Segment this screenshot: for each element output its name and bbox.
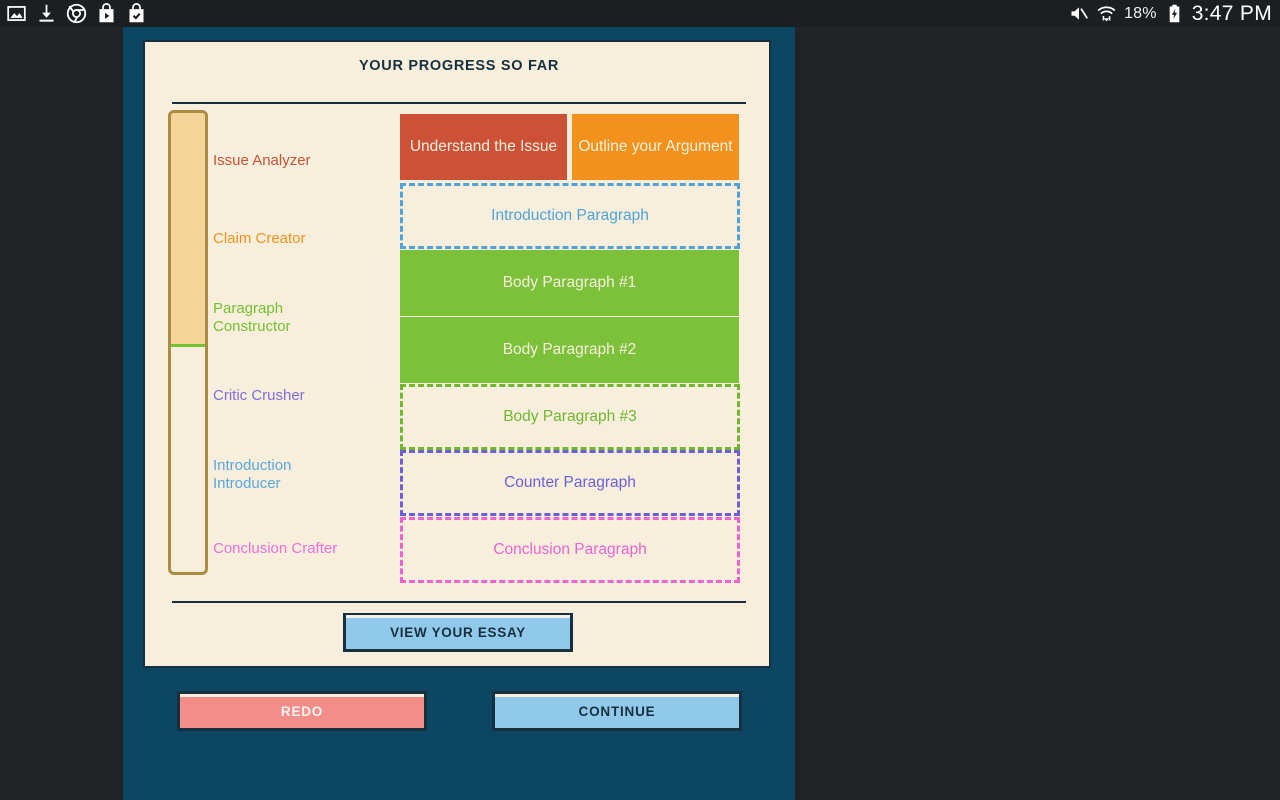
essay-block-1[interactable]: Outline your Argument	[572, 114, 739, 180]
wifi-icon	[1097, 6, 1116, 22]
essay-block-6[interactable]: Counter Paragraph	[400, 450, 740, 516]
stage-label-0: Issue Analyzer	[213, 152, 311, 169]
essay-block-5[interactable]: Body Paragraph #3	[400, 384, 740, 450]
essay-block-3[interactable]: Body Paragraph #1	[400, 250, 739, 316]
view-essay-button[interactable]: VIEW YOUR ESSAY	[343, 613, 573, 652]
page-title: YOUR PROGRESS SO FAR	[358, 58, 560, 74]
divider-top	[172, 102, 746, 104]
stage-label-1: Claim Creator	[213, 230, 306, 247]
essay-block-7[interactable]: Conclusion Paragraph	[400, 517, 740, 583]
play-store-installed-icon	[129, 3, 144, 23]
stage-label-5: Conclusion Crafter	[213, 540, 338, 557]
status-bar-notification-icons	[6, 0, 147, 27]
essay-block-4[interactable]: Body Paragraph #2	[400, 317, 739, 383]
battery-percent-label: 18%	[1124, 4, 1157, 22]
redo-button[interactable]: REDO	[177, 691, 427, 731]
continue-button[interactable]: CONTINUE	[492, 691, 742, 731]
progress-track	[168, 110, 208, 575]
divider-bottom	[172, 601, 746, 603]
clock-label: 3:47 PM	[1191, 1, 1272, 25]
android-status-bar: 18% 3:47 PM	[0, 0, 1280, 27]
mute-icon	[1071, 7, 1089, 20]
play-store-icon	[99, 3, 114, 23]
status-bar-system-icons: 18% 3:47 PM	[1068, 0, 1272, 27]
progress-fill	[171, 113, 205, 348]
photo-icon	[7, 6, 26, 21]
stage-label-3: Critic Crusher	[213, 387, 305, 404]
battery-charging-icon	[1169, 4, 1179, 23]
chrome-icon	[66, 3, 87, 24]
essay-block-0[interactable]: Understand the Issue	[400, 114, 567, 180]
download-icon	[39, 4, 54, 22]
essay-block-2[interactable]: Introduction Paragraph	[400, 183, 740, 249]
